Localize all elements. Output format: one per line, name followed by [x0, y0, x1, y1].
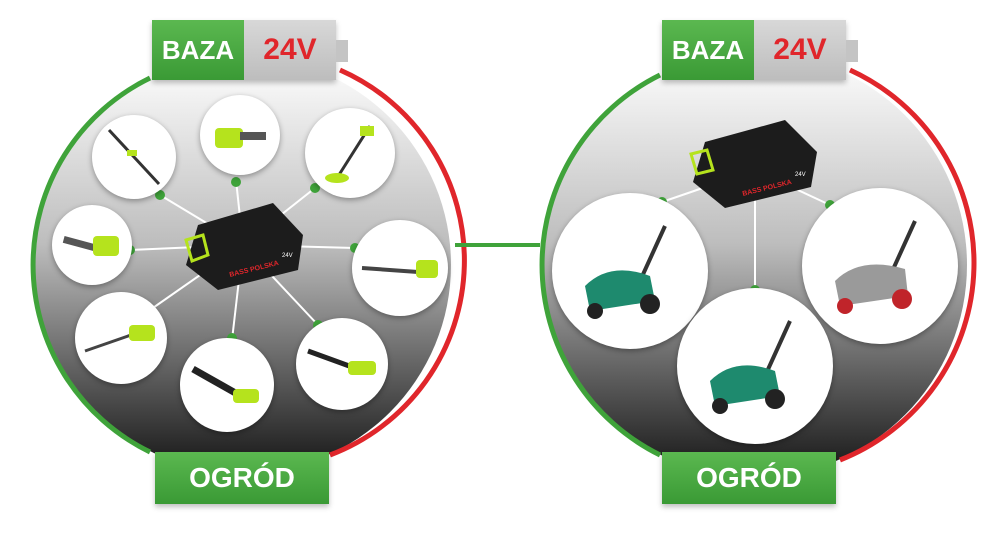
right-green-arc: [539, 72, 662, 458]
lawn-mower-grey-tool[interactable]: [802, 188, 958, 344]
left-red-arc: [329, 67, 467, 458]
chainsaw-tool[interactable]: [200, 95, 280, 175]
badge-voltage-text: 24V: [754, 20, 846, 80]
chainsaw-small-icon: [62, 235, 119, 256]
hedge-trimmer-tool[interactable]: [75, 292, 167, 384]
right-red-arc: [839, 67, 977, 463]
blower-tool[interactable]: [180, 338, 274, 432]
pole-saw-tool[interactable]: [92, 115, 176, 199]
grass-trimmer-tool[interactable]: [305, 108, 395, 198]
battery-pack: BASS POLSKA 24V: [184, 203, 303, 290]
battery-voltage-text: 24V: [795, 172, 806, 178]
lawn-mower-icon: [585, 225, 667, 319]
lawn-mower-icon: [835, 220, 917, 314]
long-hedge-trimmer-icon: [361, 260, 438, 278]
chainsaw-icon: [215, 128, 266, 148]
badge-base-text: BAZA: [152, 20, 244, 80]
garden-label: OGRÓD: [155, 452, 329, 504]
battery-terminal-icon: [846, 40, 858, 62]
battery-voltage-text: 24V: [282, 253, 293, 259]
lawn-mower-green-2-tool[interactable]: [677, 288, 833, 444]
long-hedge-trimmer-tool[interactable]: [352, 220, 448, 316]
battery-terminal-icon: [336, 40, 348, 62]
lawn-mower-green-tool[interactable]: [552, 193, 708, 349]
grass-trimmer-icon: [325, 125, 374, 183]
hedge-trimmer-icon: [84, 325, 155, 353]
garden-label-right: OGRÓD: [662, 452, 836, 504]
blower-icon: [191, 365, 259, 403]
badge-base-text: BAZA: [662, 20, 754, 80]
leaf-blower-icon: [307, 348, 376, 375]
leaf-blower-tool[interactable]: [296, 318, 388, 410]
base-24v-badge: BAZA 24V: [152, 20, 348, 80]
lawn-mower-icon: [710, 320, 792, 414]
badge-voltage-text: 24V: [244, 20, 336, 80]
battery-pack-right: BASS POLSKA 24V: [689, 120, 817, 208]
left-green-arc: [30, 75, 152, 455]
base-24v-badge-right: BAZA 24V: [662, 20, 858, 80]
chainsaw-small-tool[interactable]: [52, 205, 132, 285]
pole-saw-icon: [107, 128, 161, 186]
